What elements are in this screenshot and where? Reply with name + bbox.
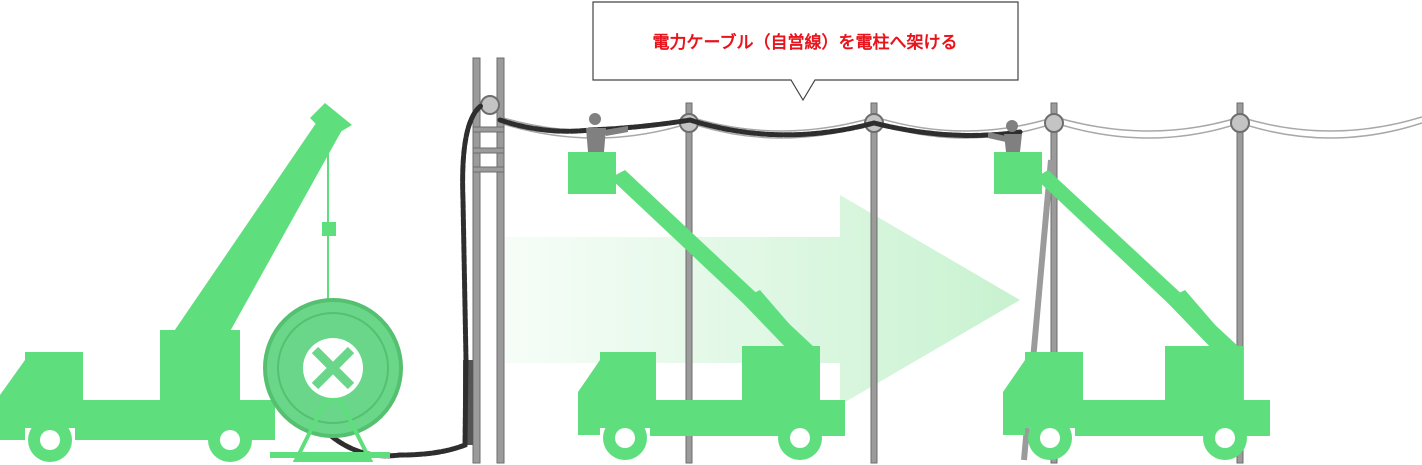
crane-truck-icon <box>0 103 352 462</box>
crane-hook-icon <box>322 222 336 236</box>
utility-pole-icon <box>1230 102 1250 464</box>
callout-bubble: 電力ケーブル（自営線）を電柱へ架ける <box>592 1 1019 102</box>
worker-icon <box>988 120 1022 152</box>
worker-icon <box>586 113 628 152</box>
bucket-truck-icon <box>994 152 1270 460</box>
callout-text: 電力ケーブル（自営線）を電柱へ架ける <box>653 32 958 53</box>
bucket-truck-icon <box>568 152 845 460</box>
cable-reel-icon <box>263 298 403 462</box>
